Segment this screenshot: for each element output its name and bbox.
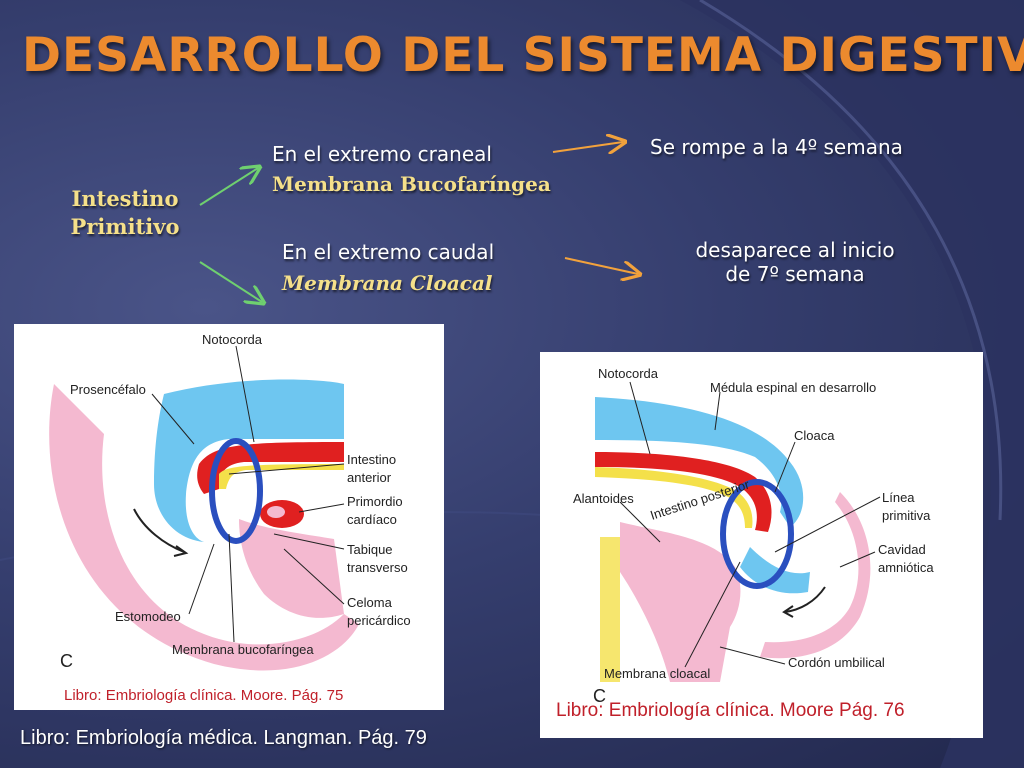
label-tabique1: Tabique — [347, 542, 393, 557]
slide-title: Desarrollo del Sistema Digestivo — [22, 28, 1024, 83]
caudal-result: desaparece al inicio de 7º semana — [665, 238, 925, 286]
label-primordio2: cardíaco — [347, 512, 397, 527]
label-medula: Médula espinal en desarrollo — [710, 380, 876, 395]
label-intestino1: Intestino — [347, 452, 396, 467]
label-celoma1: Celoma — [347, 595, 393, 610]
label-alantoides: Alantoides — [573, 491, 634, 506]
label-cordon: Cordón umbilical — [788, 655, 885, 670]
label-notocorda-right: Notocorda — [598, 366, 659, 381]
caudal-membrane: Membrana Cloacal — [282, 271, 493, 295]
label-cavidad2: amniótica — [878, 560, 934, 575]
caudal-result-line1: desaparece al inicio — [695, 238, 895, 262]
label-membrana-cloacal: Membrana cloacal — [604, 666, 710, 681]
cranial-membrane: Membrana Bucofaríngea — [272, 172, 551, 196]
caption-right: Libro: Embriología clínica. Moore Pág. 7… — [556, 700, 905, 721]
label-cloaca: Cloaca — [794, 428, 835, 443]
label-intestino2: anterior — [347, 470, 392, 485]
caudal-heading: En el extremo caudal — [282, 240, 495, 264]
label-prosencefalo: Prosencéfalo — [70, 382, 146, 397]
caudal-result-line2: de 7º semana — [725, 262, 865, 286]
intestino-primitivo-label: Intestino Primitivo — [60, 185, 190, 241]
label-primordio1: Primordio — [347, 494, 403, 509]
label-notocorda: Notocorda — [202, 332, 263, 347]
label-letter-left: C — [60, 651, 73, 671]
cranial-heading: En el extremo craneal — [272, 142, 492, 166]
figure-right: Notocorda Médula espinal en desarrollo C… — [540, 352, 983, 738]
figure-left: Notocorda Prosencéfalo Intestino anterio… — [14, 324, 444, 710]
figure-left-drawing: Notocorda Prosencéfalo Intestino anterio… — [49, 332, 411, 671]
label-tabique2: transverso — [347, 560, 408, 575]
label-membrana-bucofaringea: Membrana bucofaríngea — [172, 642, 314, 657]
label-estomodeo: Estomodeo — [115, 609, 181, 624]
label-letter-right: C — [593, 686, 606, 706]
label-celoma2: pericárdico — [347, 613, 411, 628]
cranial-result: Se rompe a la 4º semana — [650, 135, 903, 159]
label-cavidad1: Cavidad — [878, 542, 926, 557]
label-linea1: Línea — [882, 490, 915, 505]
caption-left: Libro: Embriología clínica. Moore. Pág. … — [64, 687, 344, 704]
figure-right-drawing: Notocorda Médula espinal en desarrollo C… — [573, 366, 934, 706]
intestino-line2: Primitivo — [70, 214, 180, 239]
label-linea2: primitiva — [882, 508, 931, 523]
intestino-line1: Intestino — [71, 186, 179, 211]
reference-langman: Libro: Embriología médica. Langman. Pág.… — [20, 727, 427, 749]
